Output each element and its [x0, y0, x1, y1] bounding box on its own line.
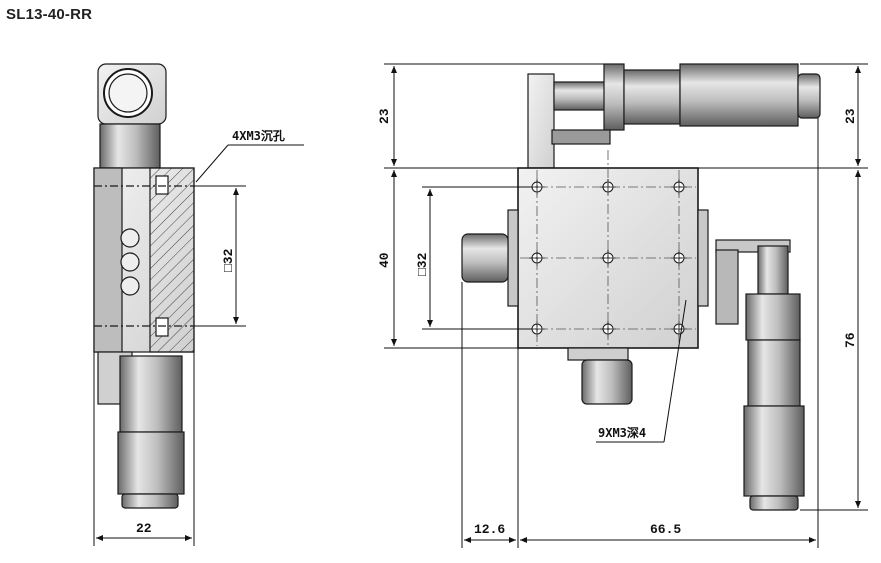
top-centerlines [520, 150, 696, 346]
side-dimensions [93, 144, 304, 546]
top-callout-label: 9XM3深4 [598, 425, 646, 440]
side-callout-label: 4XM3沉孔 [232, 128, 285, 143]
dim-bottom-right-label: 66.5 [650, 522, 681, 537]
side-bearing-ball [120, 228, 140, 248]
top-right-micrometer-barrel [747, 339, 801, 407]
top-right-micrometer-thimble [743, 405, 805, 497]
side-view [93, 63, 195, 509]
side-micrometer-barrel [119, 355, 183, 433]
top-micrometer-bracket [527, 73, 555, 169]
dim-bottom-left-label: 12.6 [474, 522, 505, 537]
side-bearing-ball [120, 276, 140, 296]
top-view [461, 63, 821, 511]
side-counterbore [155, 317, 169, 337]
dim-square-label: □32 [415, 252, 430, 276]
drawing-title: SL13-40-RR [6, 6, 93, 23]
dim-height-label: 40 [377, 252, 392, 268]
side-micrometer-thimble [117, 431, 185, 495]
top-dimensions [384, 63, 868, 548]
dim-right-top-label: 23 [843, 108, 858, 124]
side-counterbore [155, 175, 169, 195]
side-dim-square-label: □32 [221, 248, 236, 272]
top-micrometer-thimble [679, 63, 799, 127]
top-bottom-knob [581, 359, 633, 405]
side-bearing-ball [120, 252, 140, 272]
dim-right-total-label: 76 [843, 332, 858, 348]
top-left-knob [461, 233, 509, 283]
side-dim-width-label: 22 [136, 521, 152, 536]
dim-top-label: 23 [377, 108, 392, 124]
